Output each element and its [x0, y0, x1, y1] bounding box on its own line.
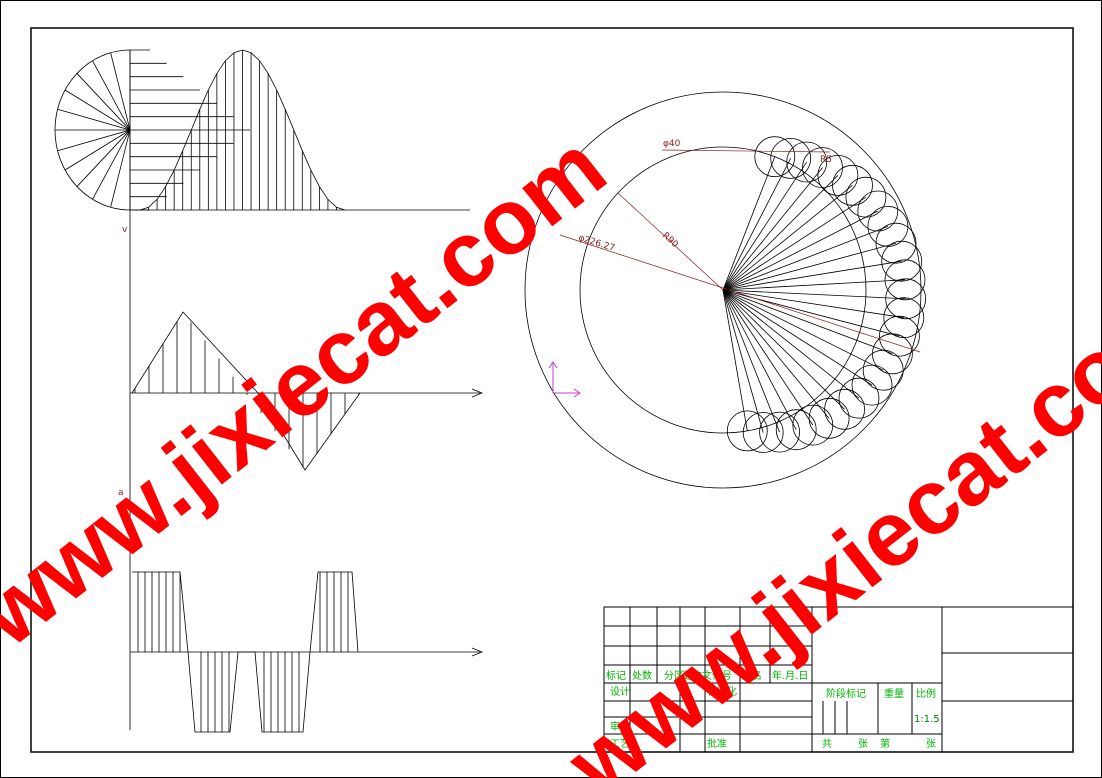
radial-line: [110, 52, 131, 131]
tb-zone: 分区: [664, 670, 684, 682]
axis-v-label: v: [122, 225, 128, 235]
ucs-icon: [548, 361, 581, 398]
radial-line: [64, 129, 131, 171]
roller-circle: [792, 404, 834, 446]
axis-a-label: a: [118, 488, 124, 498]
projection-lines: [130, 49, 250, 211]
roller-circle: [754, 136, 796, 178]
roller-circle: [884, 259, 926, 301]
cam-ray: [722, 289, 797, 430]
radial-line: [92, 60, 131, 131]
cam-ray: [722, 279, 906, 291]
cam-ray: [722, 289, 780, 433]
roller-circle: [775, 409, 817, 451]
cam-ray: [722, 289, 906, 300]
roller-circle: [817, 154, 859, 196]
tb-scale: 比例: [916, 687, 936, 700]
title-block: [603, 606, 1074, 753]
cam-profile: [524, 91, 927, 489]
tb-standard: 标准化: [707, 685, 737, 698]
tb-date: 年.月.日: [772, 669, 808, 682]
acceleration-diagram: [130, 571, 484, 733]
cam-ray: [722, 184, 853, 291]
cam-ray: [722, 175, 839, 291]
tb-sheet-2: 张: [926, 738, 936, 750]
dim-small: R5: [820, 155, 832, 165]
cam-ray: [722, 210, 878, 291]
roller-circle: [808, 397, 850, 439]
roller-circle: [770, 137, 812, 179]
tb-review: 审核: [610, 720, 630, 733]
cam-ray: [722, 242, 897, 291]
cam-ray: [722, 289, 884, 371]
cam-ray: [722, 289, 830, 419]
cam-ray: [722, 226, 889, 291]
cam-ray: [722, 289, 748, 431]
tb-sign: 签名: [742, 669, 762, 682]
tb-total: 共: [822, 738, 832, 750]
radial-line: [64, 89, 131, 131]
cam-ray: [722, 196, 867, 291]
cam-ray: [722, 156, 776, 291]
cam-ray: [722, 289, 904, 319]
roller-circle: [726, 410, 768, 452]
tb-number: 第: [880, 737, 890, 750]
tb-scale-value: 1:1.5: [914, 714, 940, 725]
cam-ray: [722, 167, 823, 291]
roller-circle: [879, 315, 920, 357]
radial-line: [76, 73, 131, 131]
roller-circle: [875, 222, 917, 264]
cam-ray: [722, 289, 764, 433]
velocity-diagram: [130, 311, 484, 471]
tb-weight: 重量: [884, 687, 904, 700]
cam-rays: [722, 156, 906, 433]
tb-stage-mark: 阶段标记: [826, 687, 866, 700]
tb-design: 设计: [610, 685, 630, 698]
roller-circle: [786, 141, 828, 183]
title-block-text: 标记 处数 分区 更改文件号 签名 年.月.日 设计 标准化 审核 工艺 批准 …: [606, 669, 940, 750]
tb-sheet-1: 张: [858, 738, 868, 750]
roller-circle: [845, 176, 887, 218]
roller-circles: [726, 136, 927, 453]
cam-ray: [722, 289, 860, 399]
generating-circle-radials: [55, 50, 131, 210]
tb-count: 处数: [632, 669, 652, 682]
radial-line: [57, 129, 131, 152]
radial-line: [76, 129, 131, 187]
roller-circle: [881, 240, 923, 282]
dimension-lines: [559, 149, 921, 353]
roller-circle: [742, 412, 784, 453]
radial-line: [57, 108, 131, 131]
dim-phi40: φ40: [663, 139, 681, 149]
tb-process: 工艺: [610, 738, 630, 750]
roller-circle: [857, 190, 899, 232]
roller-circle: [759, 411, 800, 453]
cam-ray: [722, 161, 807, 291]
tb-change-doc: 更改文件号: [682, 669, 732, 682]
roller-circle: [838, 377, 880, 419]
tb-approve: 批准: [707, 737, 727, 750]
radial-line: [110, 129, 131, 208]
displacement-diagram: [54, 49, 470, 730]
roller-circle: [885, 278, 927, 320]
tb-mark: 标记: [606, 670, 626, 682]
cam-ray: [722, 260, 902, 291]
displacement-ordinates: [148, 50, 337, 210]
cam-ray: [722, 289, 893, 355]
acceleration-ordinates: [137, 572, 349, 732]
cam-ray: [722, 158, 792, 291]
roller-circle: [862, 349, 904, 391]
cam-ray: [722, 289, 845, 410]
roller-circle: [832, 164, 873, 206]
radial-line: [92, 129, 131, 200]
roller-circle: [851, 364, 893, 406]
dim-phi226: φ226.27: [577, 233, 616, 254]
cam-ray: [722, 289, 814, 426]
cam-ray: [722, 289, 873, 386]
inner-frame: [30, 27, 1074, 753]
velocity-ordinates: [134, 321, 360, 468]
